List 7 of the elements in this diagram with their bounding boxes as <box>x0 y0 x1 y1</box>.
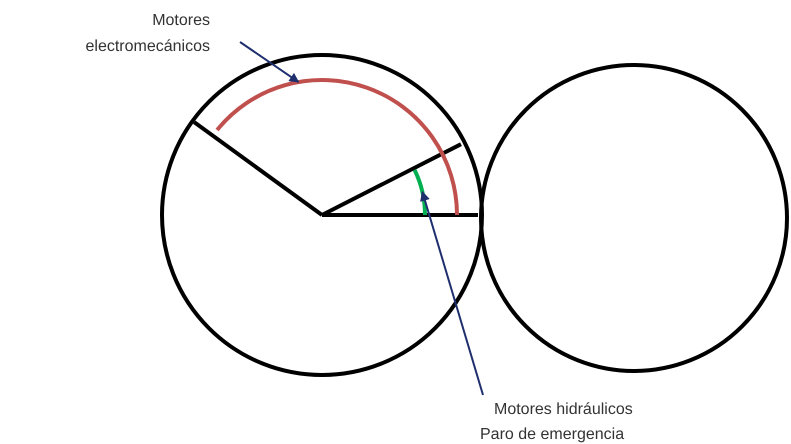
leader-arrow <box>420 190 484 396</box>
caption-label: Paro de emergencia <box>480 425 624 444</box>
callout-label: Motores hidráulicos <box>494 397 664 423</box>
callout-label: Motores electromecánicos <box>60 8 210 60</box>
arc-mark <box>412 169 427 216</box>
arc-mark <box>216 78 459 216</box>
leader-arrow <box>239 41 300 83</box>
